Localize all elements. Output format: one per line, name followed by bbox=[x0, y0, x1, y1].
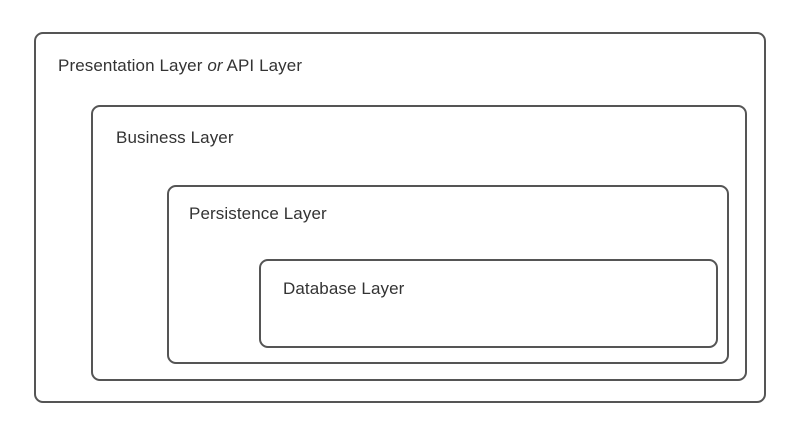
layer-box-persistence[interactable]: Persistence Layer Database Layer bbox=[167, 185, 729, 364]
layer-label-database: Database Layer bbox=[283, 279, 405, 298]
layer-label-presentation-suffix: API Layer bbox=[226, 56, 303, 75]
layer-box-database[interactable]: Database Layer bbox=[259, 259, 718, 348]
layer-box-business[interactable]: Business Layer Persistence Layer Databas… bbox=[91, 105, 747, 381]
layer-label-presentation: Presentation Layer or API Layer bbox=[58, 56, 302, 76]
layer-label-presentation-prefix: Presentation Layer bbox=[58, 56, 203, 75]
layer-box-presentation[interactable]: Presentation Layer or API Layer Business… bbox=[34, 32, 766, 403]
layer-label-business: Business Layer bbox=[116, 128, 234, 147]
layer-label-persistence: Persistence Layer bbox=[189, 204, 327, 223]
layer-label-presentation-emphasis: or bbox=[207, 56, 223, 75]
